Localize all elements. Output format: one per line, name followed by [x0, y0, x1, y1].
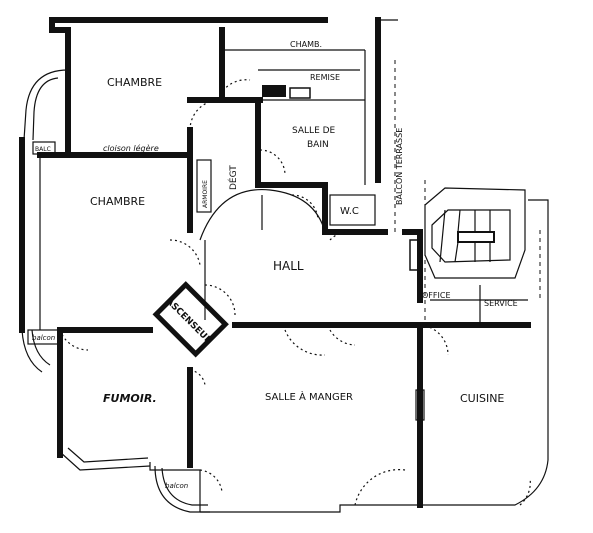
- label-balcon-left-top: BALC: [35, 146, 51, 153]
- walls: [19, 17, 549, 513]
- label-cloison-legere: cloison légère: [103, 143, 159, 153]
- room-label-remise: REMISE: [310, 73, 340, 82]
- room-label-office: OFFICE: [422, 291, 451, 300]
- room-label-armoire: ARMOIRE: [202, 180, 209, 208]
- room-label-chambre-top: CHAMBRE: [107, 76, 162, 89]
- label-balcon-bottom: balcon: [165, 482, 188, 490]
- room-label-service: SERVICE: [484, 299, 518, 308]
- room-label-wc: W.C: [340, 206, 359, 217]
- label-balcon-left-mid: balcon: [32, 334, 55, 342]
- room-label-balcon-terrasse: BALCON TERRASSE: [395, 128, 404, 205]
- room-label-chambre-small: CHAMB.: [290, 40, 322, 49]
- room-label-cuisine: CUISINE: [460, 392, 504, 405]
- room-label-salle-a-manger: SALLE À MANGER: [265, 390, 353, 403]
- room-label-fumoir: FUMOIR.: [103, 392, 157, 405]
- room-label-hall: HALL: [273, 259, 304, 273]
- room-label-degt: DÉGT: [227, 165, 239, 190]
- staircase: [424, 187, 526, 279]
- hall-curve: [199, 188, 326, 320]
- partitions: [39, 30, 541, 330]
- room-label-salle-de-bain-2: BAIN: [307, 140, 329, 150]
- room-label-chambre-mid: CHAMBRE: [90, 195, 145, 208]
- room-labels: CHAMBRE CHAMBRE FUMOIR. SALLE À MANGER C…: [32, 40, 518, 490]
- room-label-salle-de-bain-1: SALLE DE: [292, 126, 336, 136]
- door-swings: [59, 79, 531, 506]
- fixtures: [27, 85, 425, 421]
